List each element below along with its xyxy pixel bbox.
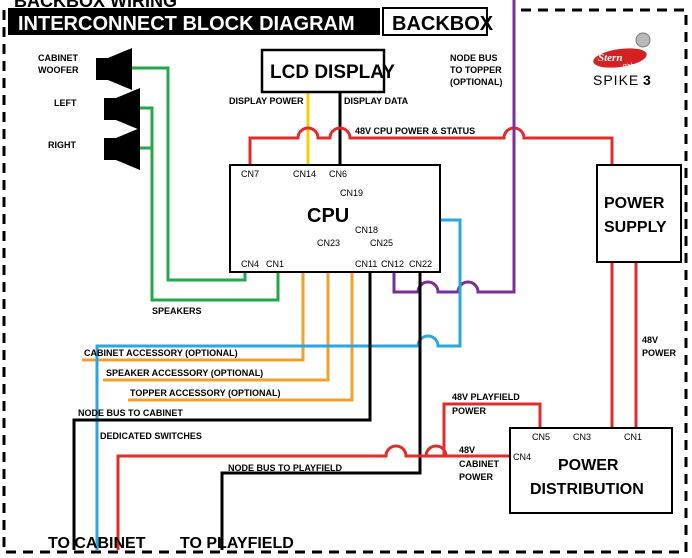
power-distribution-label-1: POWER [558,457,619,474]
pf-48v-label-1: 48V PLAYFIELD [452,392,520,402]
cn11-label: CN11 [355,259,377,269]
left-speaker-label: LEFT [54,98,77,108]
stern-brand-text: Stern [598,52,622,64]
speaker-wire-left [140,106,280,302]
power-supply-label-1: POWER [604,195,665,212]
diagram-title: INTERCONNECT BLOCK DIAGRAM [18,13,355,35]
left-speaker-icon [104,88,140,130]
cn6-label: CN6 [329,169,347,179]
cn23-label: CN23 [317,238,340,248]
display-power-label: DISPLAY POWER [229,96,304,106]
display-data-label: DISPLAY DATA [344,96,409,106]
right-speaker-label: RIGHT [48,140,77,150]
speaker-wire-woofer [132,66,247,282]
playfield-power-wire [426,402,542,458]
cabinet-power-wire [116,444,510,550]
speakers [96,48,140,170]
speaker-accessory-wire [103,248,330,382]
node-cabinet-wire [72,272,372,550]
cn25-label: CN25 [370,238,393,248]
pd-cn4-label: CN4 [513,452,531,462]
title-bar [8,8,380,35]
backbox-badge-label: BACKBOX [392,13,494,35]
pd-cn1-label: CN1 [624,432,642,442]
cpu-power-wire [248,126,614,428]
node-topper-label-3: (OPTIONAL) [450,77,503,87]
speakers-label: SPEAKERS [152,306,202,316]
cut-top-heading: BACKBOX WIRING [14,0,177,11]
ps-48v-label-2: POWER [642,348,677,358]
pf-48v-label-2: POWER [452,406,487,416]
to-playfield-label: TO PLAYFIELD [180,535,294,552]
power-distribution-block [509,427,673,514]
cn1-label: CN1 [266,259,284,269]
stern-spike-logo: Stern pinball SPIKE 3 [593,32,651,88]
dedicated-switches-wire [95,218,462,550]
speaker-accessory-label: SPEAKER ACCESSORY (OPTIONAL) [106,368,263,378]
node-topper-label-1: NODE BUS [450,53,498,63]
lcd-display-block [260,48,386,94]
pinball-icon [635,32,651,48]
pd-cn5-label: CN5 [532,432,550,442]
woofer-speaker-icon [96,48,132,90]
power-supply-label-2: SUPPLY [604,219,667,236]
dedicated-switches-label: DEDICATED SWITCHES [100,431,202,441]
lcd-display-label: LCD DISPLAY [270,62,395,83]
node-topper-label-2: TO TOPPER [450,65,502,75]
cpu-block [229,164,441,273]
speaker-wires [132,66,280,302]
cpu-label: CPU [307,205,349,227]
topper-accessory-label: TOPPER ACCESSORY (OPTIONAL) [130,388,281,398]
node-playfield-wire [220,272,422,550]
cn22-label: CN22 [409,259,432,269]
labels: CABINET WOOFER LEFT RIGHT DISPLAY POWER … [38,53,677,482]
backbox-badge [382,7,488,36]
woofer-label-2: WOOFER [38,65,79,75]
pd-cn3-label: CN3 [573,432,591,442]
node-cabinet-label: NODE BUS TO CABINET [78,408,183,418]
connector-labels: CN7 CN14 CN6 CN19 CN18 CN23 CN25 CN4 CN1… [241,169,642,462]
spike-version-text: 3 [643,72,651,88]
cn4-label: CN4 [241,259,259,269]
cn14-label: CN14 [293,169,316,179]
right-speaker-icon [104,128,140,170]
ps-48v-label-1: 48V [642,335,658,345]
power-supply-block [596,164,682,263]
power-distribution-label-2: DISTRIBUTION [530,481,644,498]
to-cabinet-label: TO CABINET [48,535,146,552]
stern-brand-sub: pinball [622,63,640,69]
cn19-label: CN19 [340,188,363,198]
cabinet-accessory-label: CABINET ACCESSORY (OPTIONAL) [84,348,238,358]
cn12-label: CN12 [381,259,404,269]
woofer-label-1: CABINET [38,53,79,63]
cab-48v-label-3: POWER [459,472,494,482]
cab-48v-label-2: CABINET [459,459,500,469]
cn7-label: CN7 [241,169,259,179]
node-playfield-label: NODE BUS TO PLAYFIELD [228,463,343,473]
spike-product-text: SPIKE [593,72,639,88]
cn18-label: CN18 [355,225,378,235]
cpu-power-label: 48V CPU POWER & STATUS [355,126,475,136]
backbox-border [2,8,688,554]
stern-badge [593,48,647,68]
cab-48v-label-1: 48V [459,445,475,455]
